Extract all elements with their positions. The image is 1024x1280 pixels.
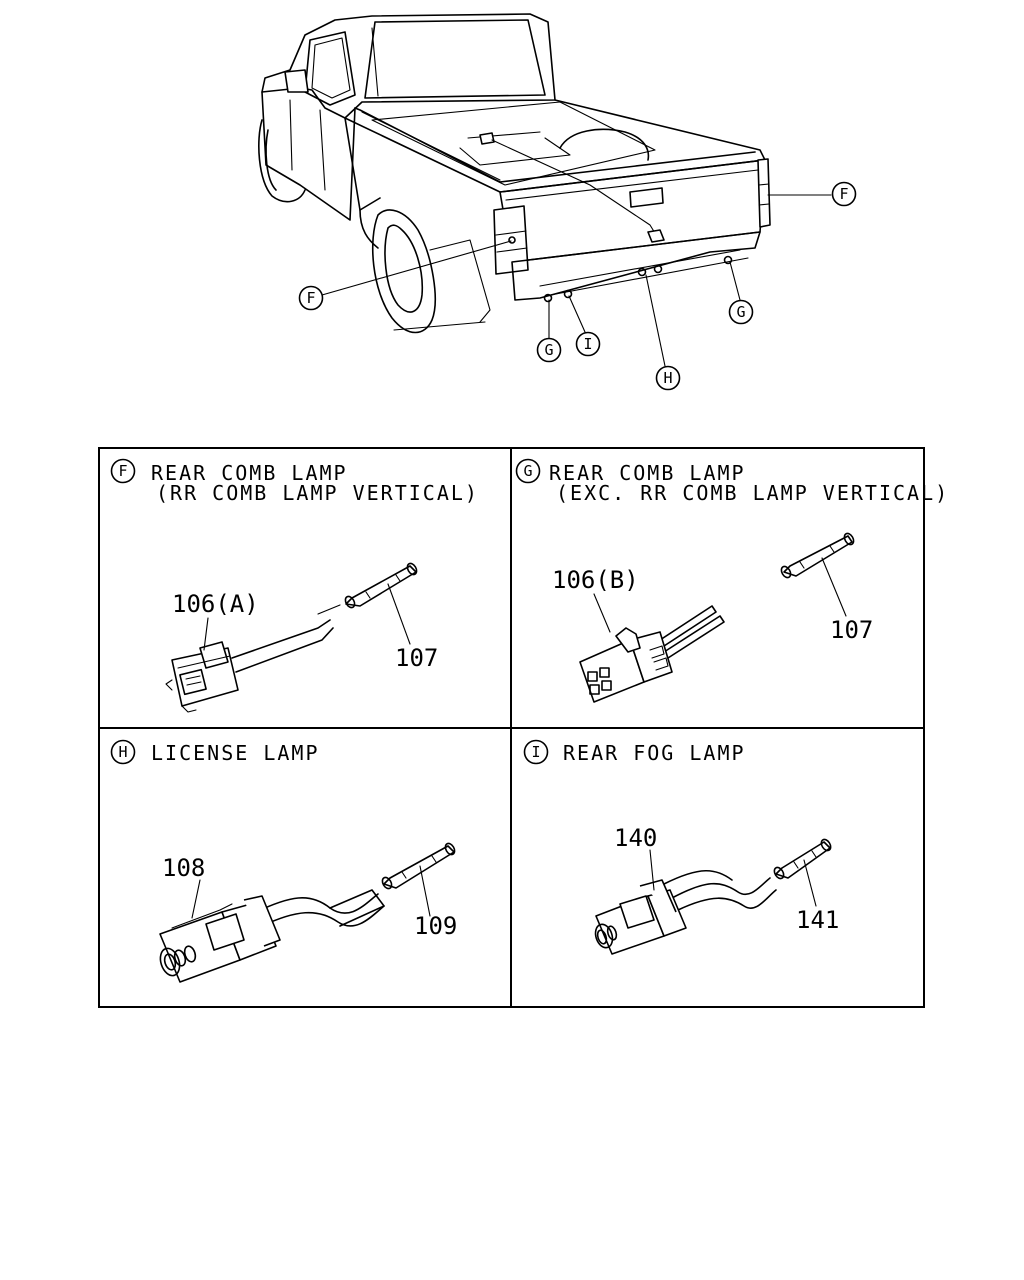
- panel-h-title: LICENSE LAMP: [151, 741, 320, 765]
- svg-text:F: F: [306, 289, 315, 307]
- panel-i-letter: I: [523, 739, 549, 765]
- panel-f-connector-label: 106(A): [172, 590, 259, 618]
- panel-g-terminal-label: 107: [830, 616, 873, 644]
- pickup-truck-illustration: [258, 13, 771, 334]
- panel-h-letter: H: [110, 739, 136, 765]
- detail-panels-grid: [98, 447, 925, 1008]
- svg-text:I: I: [531, 743, 540, 761]
- panel-i-connector-label: 140: [614, 824, 657, 852]
- panel-h-connector-label: 108: [162, 854, 205, 882]
- callout-f-right: F: [831, 181, 857, 207]
- connector-106b-drawing: [579, 532, 855, 703]
- callout-f-left: F: [298, 285, 324, 311]
- panel-f-terminal-label: 107: [395, 644, 438, 672]
- svg-text:G: G: [544, 341, 553, 359]
- svg-text:G: G: [523, 462, 532, 480]
- callout-h: H: [655, 365, 681, 391]
- panel-f-subtitle: (RR COMB LAMP VERTICAL): [156, 481, 479, 505]
- panel-f-title: REAR COMB LAMP: [151, 461, 348, 485]
- callout-g-right: G: [728, 299, 754, 325]
- panel-h: H LICENSE LAMP 108 109: [110, 739, 457, 983]
- svg-text:F: F: [839, 185, 848, 203]
- panel-g-connector-label: 106(B): [552, 566, 639, 594]
- callout-leaders: [321, 194, 832, 367]
- panel-g-subtitle: (EXC. RR COMB LAMP VERTICAL): [556, 481, 949, 505]
- connector-140-drawing: [594, 838, 832, 955]
- panel-i: I REAR FOG LAMP 140 141: [523, 739, 839, 955]
- panel-g-letter: G: [515, 458, 541, 484]
- callout-i: I: [575, 331, 601, 357]
- panel-f-letter: F: [110, 458, 136, 484]
- panel-f: F REAR COMB LAMP (RR COMB LAMP VERTICAL): [110, 458, 479, 713]
- svg-text:I: I: [583, 335, 592, 353]
- connector-108-drawing: [159, 842, 456, 983]
- panel-h-terminal-label: 109: [414, 912, 457, 940]
- panel-i-terminal-label: 141: [796, 906, 839, 934]
- svg-text:H: H: [118, 743, 127, 761]
- svg-text:F: F: [118, 462, 127, 480]
- callout-g-left: G: [536, 337, 562, 363]
- panel-g: G REAR COMB LAMP (EXC. RR COMB LAMP VERT…: [515, 458, 949, 703]
- svg-text:H: H: [663, 369, 672, 387]
- connector-106a-drawing: [165, 562, 418, 713]
- panel-i-title: REAR FOG LAMP: [563, 741, 746, 765]
- panel-g-title: REAR COMB LAMP: [549, 461, 746, 485]
- svg-text:G: G: [736, 303, 745, 321]
